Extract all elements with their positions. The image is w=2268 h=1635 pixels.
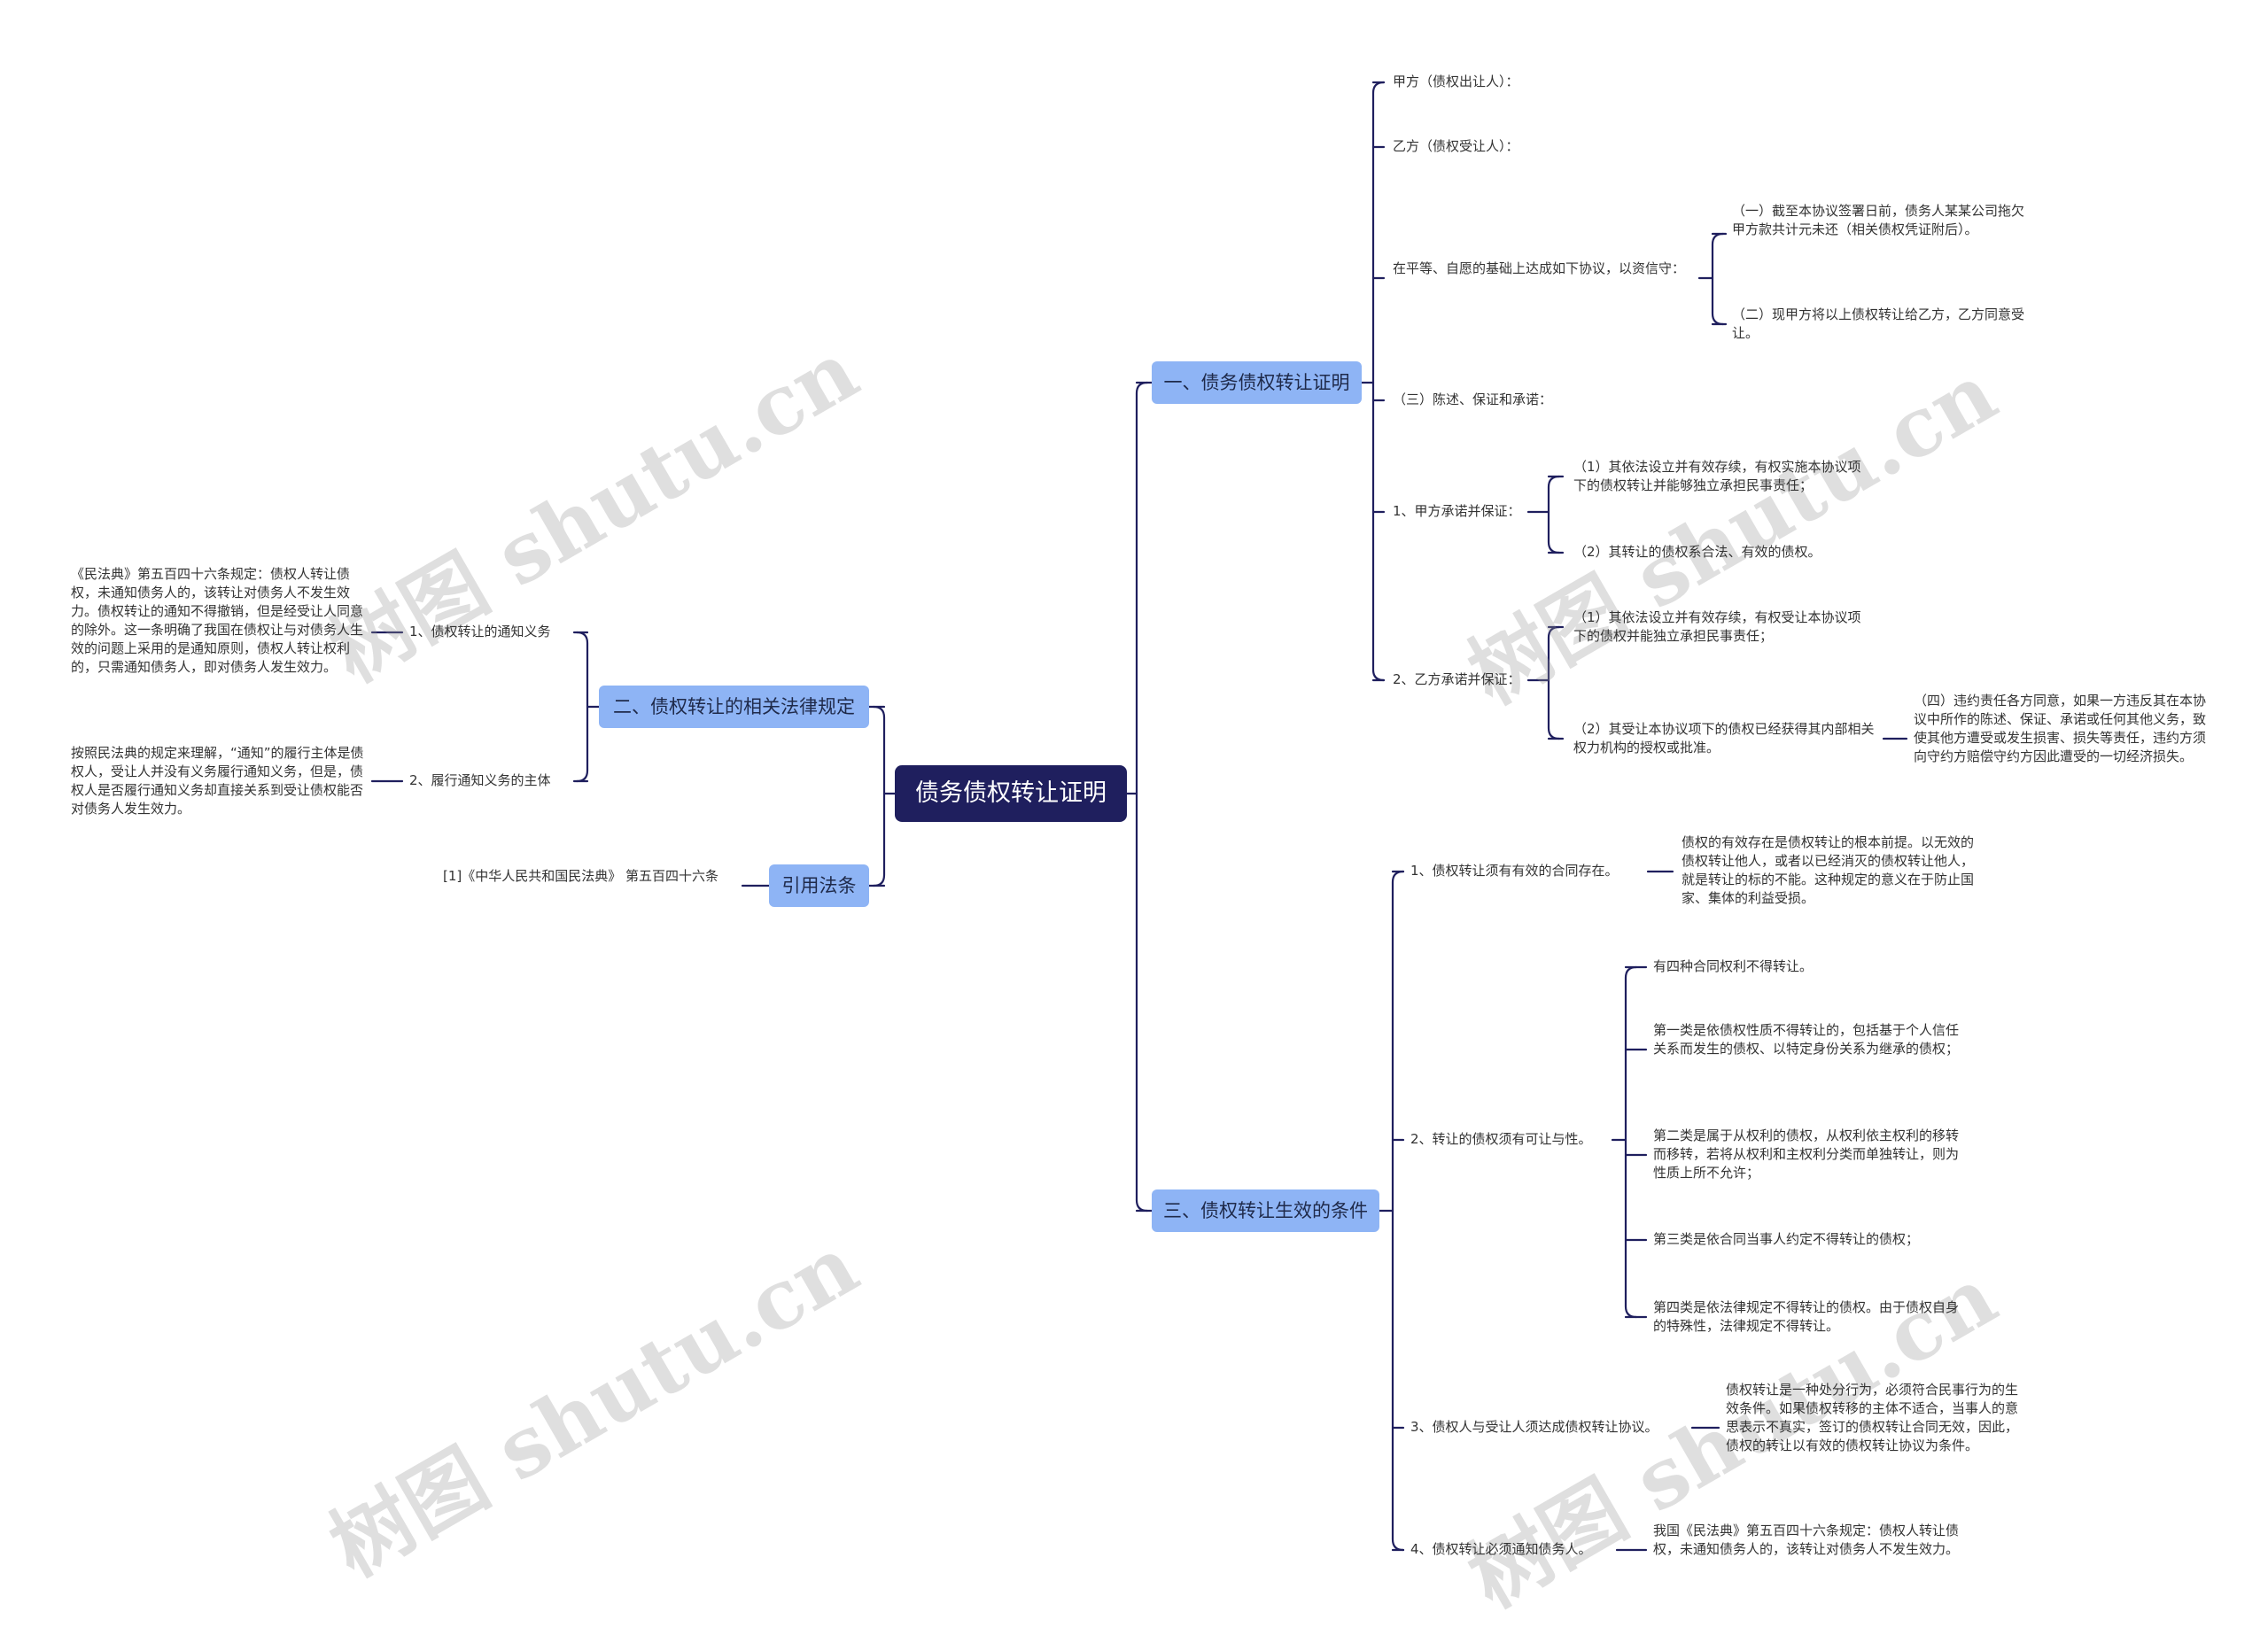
leaf-party-a[interactable]: 甲方（债权出让人）： [1393, 74, 1519, 89]
leaf-agreement-item-1[interactable]: （一）截至本协议签署日前，债务人某某公司拖欠甲方款共计元未还（相关债权凭证附后）… [1732, 203, 2025, 237]
branch-node-legal-provisions[interactable]: 二、债权转让的相关法律规定 [599, 686, 869, 728]
leaf-condition-3-text[interactable]: 债权转让是一种处分行为，必须符合民事行为的生效条件。如果债权转移的主体不适合，当… [1726, 1382, 2019, 1453]
leaf-condition-2-item-1[interactable]: 第一类是依债权性质不得转让的，包括基于个人信任关系而发生的债权、以特定身份关系为… [1653, 1022, 1960, 1057]
leaf-party-a-promise-1[interactable]: （1）其依法设立并有效存续，有权实施本协议项下的债权转让并能够独立承担民事责任； [1573, 459, 1861, 493]
leaf-condition-2-item-2[interactable]: 第二类是属于从权利的债权，从权利依主权利的移转而移转，若将从权利和主权利分类而单… [1653, 1127, 1960, 1181]
leaf-party-b[interactable]: 乙方（债权受让人）： [1393, 138, 1519, 154]
leaf-condition-2-item-3[interactable]: 第三类是依合同当事人约定不得转让的债权； [1653, 1231, 1920, 1247]
leaf-condition-3[interactable]: 3、债权人与受让人须达成债权转让协议。 [1410, 1419, 1658, 1435]
leaf-condition-4-text[interactable]: 我国《民法典》第五百四十六条规定：债权人转让债权，未通知债务人的，该转让对债务人… [1653, 1523, 1960, 1557]
leaf-notice-subject-text[interactable]: 按照民法典的规定来理解，“通知”的履行主体是债权人，受让人并没有义务履行通知义务… [71, 745, 364, 817]
root-node[interactable]: 债务债权转让证明 [895, 765, 1127, 822]
leaf-notice-duty-text[interactable]: 《民法典》第五百四十六条规定：债权人转让债权，未通知债务人的，该转让对债务人不发… [71, 566, 364, 675]
leaf-party-a-promise[interactable]: 1、甲方承诺并保证： [1393, 503, 1521, 519]
leaf-condition-4[interactable]: 4、债权转让必须通知债务人。 [1410, 1541, 1592, 1557]
leaf-party-b-promise[interactable]: 2、乙方承诺并保证： [1393, 671, 1521, 687]
leaf-statement[interactable]: （三）陈述、保证和承诺： [1393, 391, 1553, 407]
leaf-condition-2-item-4[interactable]: 第四类是依法律规定不得转让的债权。由于债权自身的特殊性，法律规定不得转让。 [1653, 1299, 1960, 1334]
branch-node-effective-conditions[interactable]: 三、债权转让生效的条件 [1152, 1189, 1379, 1232]
leaf-party-b-promise-2[interactable]: （2）其受让本协议项下的债权已经获得其内部相关权力机构的授权或批准。 [1573, 721, 1875, 756]
leaf-party-a-promise-2[interactable]: （2）其转让的债权系合法、有效的债权。 [1573, 544, 1821, 560]
branch-node-transfer-certificate[interactable]: 一、债务债权转让证明 [1152, 361, 1362, 404]
leaf-condition-1[interactable]: 1、债权转让须有有效的合同存在。 [1410, 863, 1619, 879]
leaf-agreement-item-2[interactable]: （二）现甲方将以上债权转让给乙方，乙方同意受让。 [1732, 306, 2025, 341]
branch-node-cited-law[interactable]: 引用法条 [769, 864, 869, 907]
leaf-condition-2-item-0[interactable]: 有四种合同权利不得转让。 [1653, 958, 1814, 974]
leaf-notice-subject[interactable]: 2、履行通知义务的主体 [409, 772, 551, 788]
leaf-notice-duty[interactable]: 1、债权转让的通知义务 [409, 624, 551, 639]
leaf-cited-law-reference[interactable]: [1]《中华人民共和国民法典》 第五百四十六条 [443, 868, 719, 884]
leaf-breach-liability[interactable]: （四）违约责任各方同意，如果一方违反其在本协议中所作的陈述、保证、承诺或任何其他… [1914, 693, 2207, 764]
leaf-condition-2[interactable]: 2、转让的债权须有可让与性。 [1410, 1131, 1592, 1147]
leaf-condition-1-text[interactable]: 债权的有效存在是债权转让的根本前提。以无效的债权转让他人，或者以已经消灭的债权转… [1682, 834, 1975, 906]
leaf-party-b-promise-1[interactable]: （1）其依法设立并有效存续，有权受让本协议项下的债权并能独立承担民事责任； [1573, 609, 1861, 644]
leaf-agreement[interactable]: 在平等、自愿的基础上达成如下协议，以资信守： [1393, 260, 1686, 276]
